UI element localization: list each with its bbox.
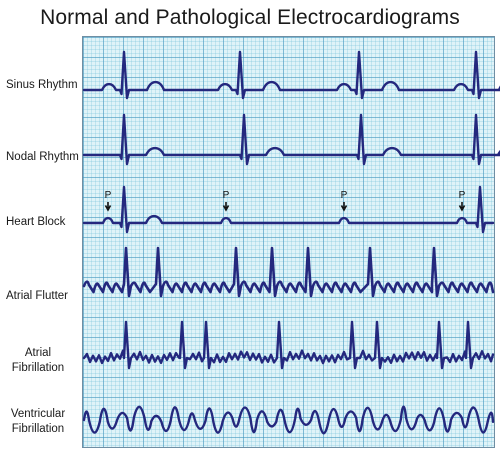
row-label-line: Fibrillation [11, 423, 65, 435]
row-label-sinus-rhythm: Sinus Rhythm [6, 79, 78, 91]
row-label-line: Atrial [24, 347, 52, 359]
row-label-heart-block: Heart Block [6, 216, 66, 228]
ecg-grid-paper [82, 36, 495, 448]
row-label-line: Fibrillation [11, 362, 65, 374]
row-label-line: Ventricular [10, 408, 66, 420]
row-label-nodal-rhythm: Nodal Rhythm [6, 151, 79, 163]
row-label-atrial-fibrillation: Atrial Fibrillation [2, 346, 74, 376]
row-label-atrial-flutter: Atrial Flutter [6, 290, 68, 302]
row-label-ventricular-fibrillation: Ventricular Fibrillation [2, 407, 74, 437]
page-title: Normal and Pathological Electrocardiogra… [40, 6, 460, 29]
